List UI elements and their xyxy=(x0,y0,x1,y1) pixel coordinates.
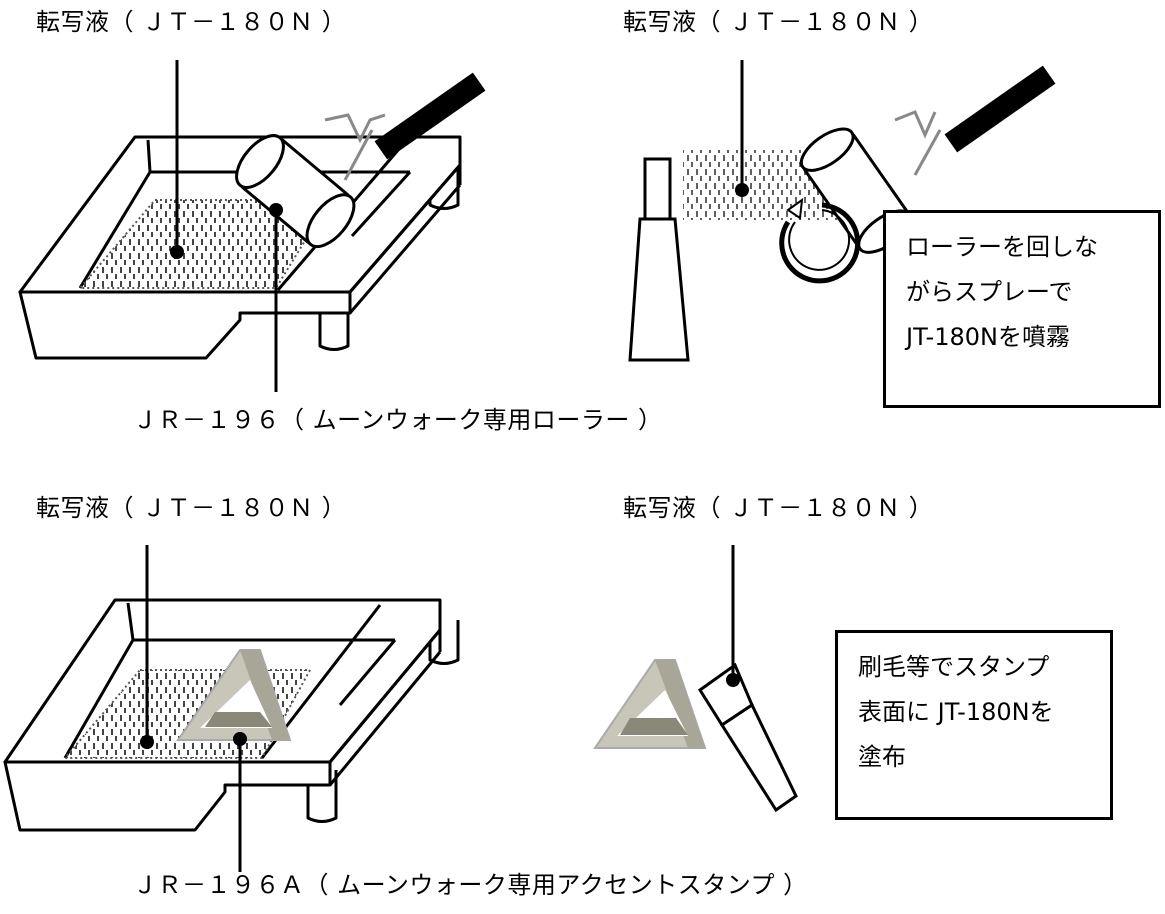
liquid-label: 転写液（ ＪＴ－１８０Ｎ ） xyxy=(36,8,347,36)
liquid-label: 転写液（ ＪＴ－１８０Ｎ ） xyxy=(623,494,934,522)
instruction-line: 刷毛等でスタンプ xyxy=(858,653,1050,681)
spray-bottle-icon xyxy=(628,157,690,362)
accent-stamp-icon xyxy=(593,659,707,749)
brush-icon xyxy=(697,662,798,813)
instruction-line: JT-180Nを噴霧 xyxy=(906,323,1070,351)
instruction-line: 塗布 xyxy=(858,743,906,771)
liquid-label: 転写液（ ＪＴ－１８０Ｎ ） xyxy=(623,8,934,36)
accent-stamp-icon xyxy=(176,649,292,741)
instruction-line: がらスプレーで xyxy=(906,278,1073,306)
liquid-label: 転写液（ ＪＴ－１８０Ｎ ） xyxy=(36,494,347,522)
instruction-line: ローラーを回しな xyxy=(906,233,1098,261)
brush-instruction-box: 刷毛等でスタンプ 表面に JT-180Nを 塗布 xyxy=(835,630,1113,820)
stamp-caption: ＪＲ－１９６Ａ（ ムーンウォーク専用アクセントスタンプ ） xyxy=(133,871,808,899)
roller-icon xyxy=(235,72,486,249)
roller-caption: ＪＲ－１９６（ ムーンウォーク専用ローラー ） xyxy=(133,406,663,434)
spray-instruction-box: ローラーを回しな がらスプレーで JT-180Nを噴霧 xyxy=(883,210,1161,408)
instruction-line: 表面に JT-180Nを xyxy=(858,698,1054,726)
